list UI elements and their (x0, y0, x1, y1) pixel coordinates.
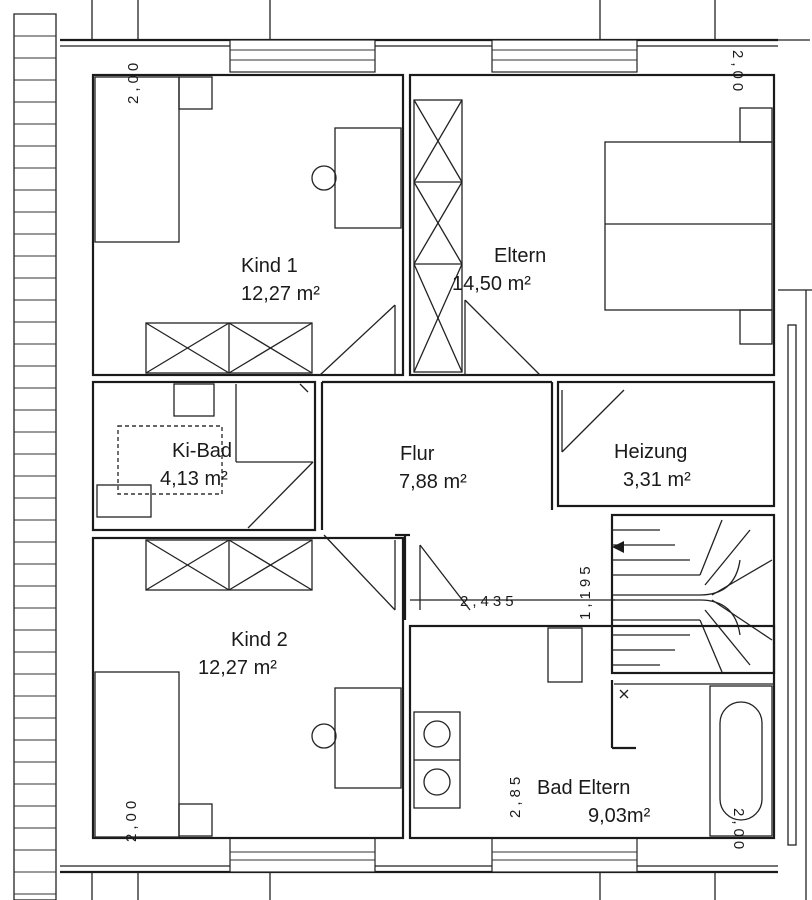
stair-tread (699, 519, 723, 576)
room-heizung (556, 380, 776, 508)
label-bad-eltern-area: 9,03m² (588, 805, 651, 827)
room-bad-eltern (408, 624, 776, 840)
room-ki-bad (91, 380, 317, 532)
chair-kind-2 (311, 723, 337, 749)
label-flur-name: Flur (400, 443, 435, 465)
window-top-right (491, 39, 638, 73)
label-kind-1-name: Kind 1 (241, 255, 298, 277)
stair-tread (699, 619, 723, 673)
label-bad-eltern-name: Bad Eltern (537, 777, 630, 799)
outer-wall-top (60, 0, 778, 73)
window-bottom-left (229, 837, 376, 873)
label-ki-bad-name: Ki-Bad (172, 440, 232, 462)
toilet-ki-bad (173, 383, 215, 417)
dimension-sill-bottom-left: 2,00 (123, 797, 140, 842)
room-flur (320, 380, 615, 620)
right-railing (778, 39, 812, 900)
stair-tread (704, 529, 751, 586)
wardrobe-center (413, 99, 463, 373)
nightstand-eltern-1 (739, 107, 773, 143)
nightstand-kind-1 (178, 76, 213, 110)
label-kind-1-area: 12,27 m² (241, 283, 320, 305)
window-bottom-right (491, 837, 638, 873)
stair-direction-arrow (612, 541, 624, 553)
stair-tread (704, 609, 751, 666)
dimension-bath-depth: 2,85 (507, 773, 524, 818)
room-kind-1 (91, 73, 405, 377)
bed-kind-2 (94, 671, 180, 838)
shower-ki-bad (117, 425, 223, 495)
dimension-sill-bottom-right: 2,00 (730, 808, 747, 853)
nightstand-kind-2 (178, 803, 213, 837)
sink-ki-bad (96, 484, 152, 518)
stair-tread (711, 559, 773, 596)
stair-tread (711, 599, 773, 641)
desk-kind-2 (334, 687, 402, 789)
label-kind-2-name: Kind 2 (231, 629, 288, 651)
chair-kind-1 (311, 165, 337, 191)
label-eltern-area: 14,50 m² (452, 273, 531, 295)
bathtub (709, 685, 773, 837)
staircase (610, 513, 776, 675)
label-eltern-name: Eltern (494, 245, 546, 267)
outer-wall-bottom (60, 837, 778, 900)
bathtub-basin (719, 701, 763, 821)
window-top-left (229, 39, 376, 73)
label-heizung-area: 3,31 m² (623, 469, 691, 491)
room-eltern (408, 73, 776, 377)
bed-eltern (604, 141, 773, 311)
dimension-sill-top-left: 2,00 (125, 59, 142, 104)
label-heizung-name: Heizung (614, 441, 687, 463)
nightstand-eltern-2 (739, 309, 773, 345)
dimension-sill-top-right: 2,00 (729, 50, 746, 95)
label-ki-bad-area: 4,13 m² (160, 468, 228, 490)
toilet-bad-eltern (547, 627, 583, 683)
label-flur-area: 7,88 m² (399, 471, 467, 493)
desk-kind-1 (334, 127, 402, 229)
left-brick-strip (13, 13, 57, 900)
label-kind-2-area: 12,27 m² (198, 657, 277, 679)
bed-kind-1 (94, 76, 180, 243)
dimension-stair-width: 1,195 (577, 562, 594, 620)
room-kind-2 (91, 536, 405, 840)
dimension-flur-width: 2,435 (460, 593, 518, 610)
